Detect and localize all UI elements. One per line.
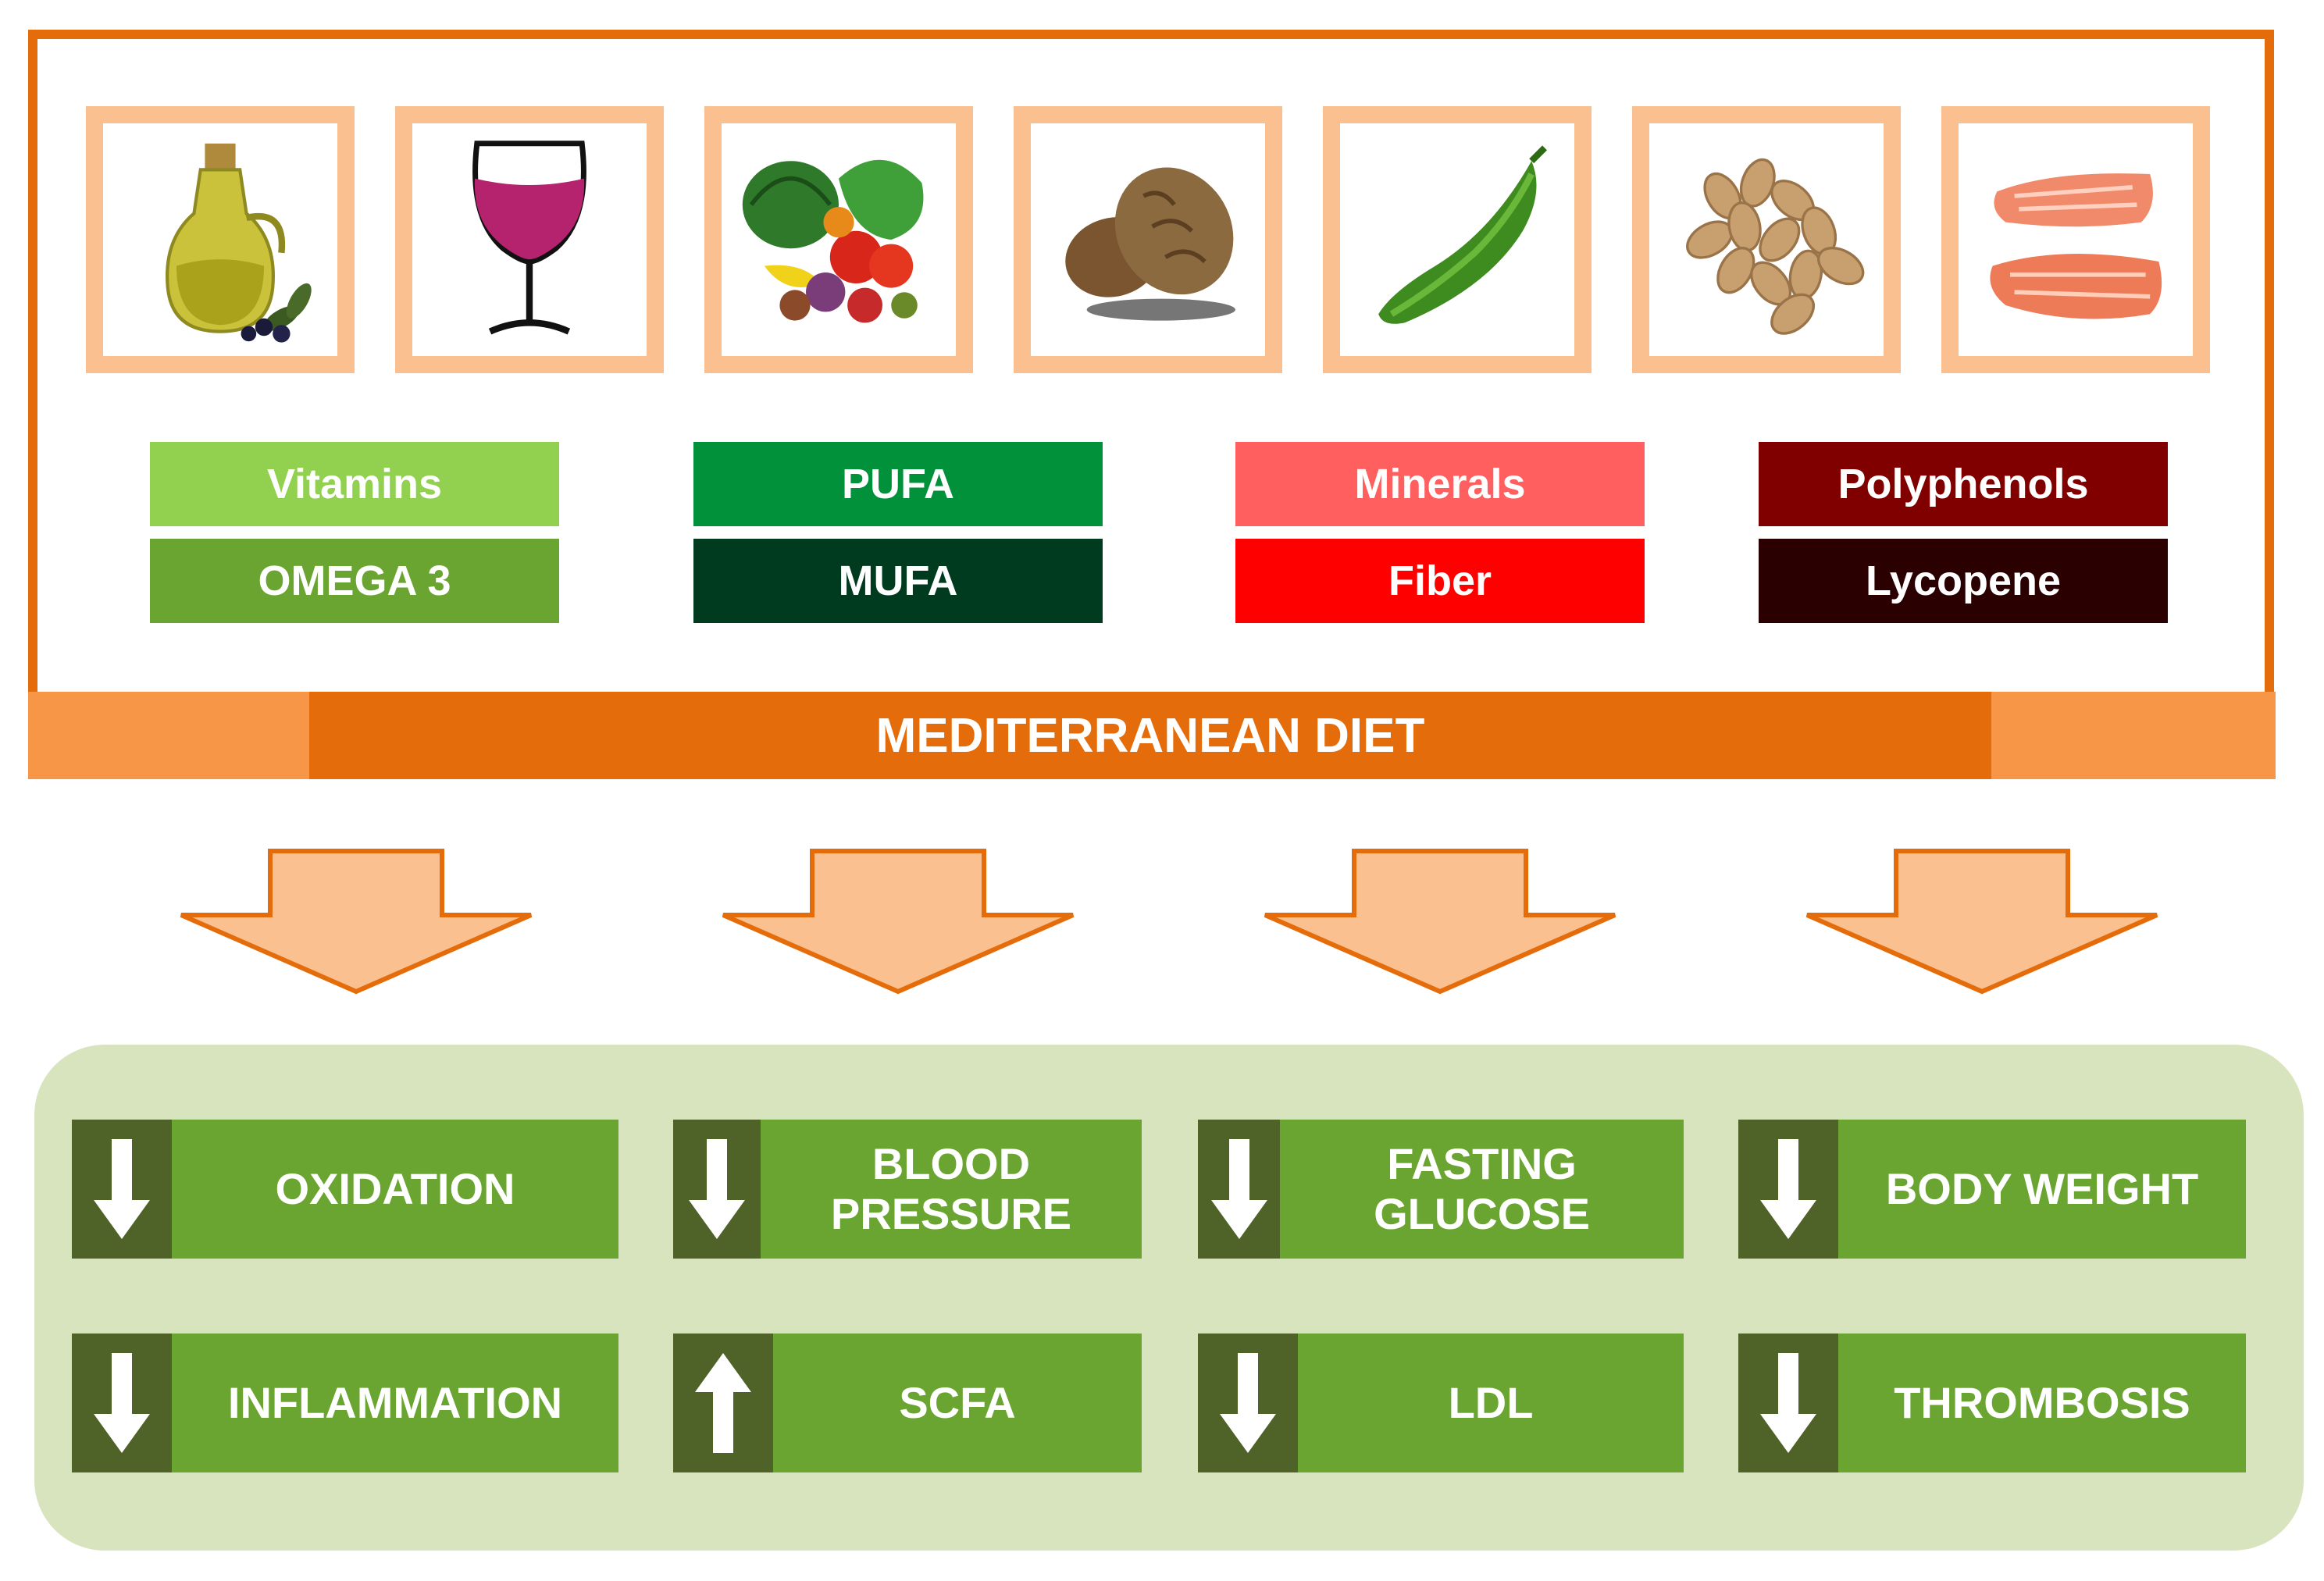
bread-icon (1065, 167, 1235, 321)
decrease-arrow-icon (1738, 1120, 1838, 1259)
nuts-tile (1632, 106, 1901, 373)
effect-body-weight: BODY WEIGHT (1738, 1120, 2246, 1259)
red-wine-tile (395, 106, 664, 373)
decrease-arrow-icon (72, 1334, 172, 1472)
effect-oxidation: OXIDATION (72, 1120, 618, 1259)
down-arrow-icon (1805, 849, 2158, 995)
decrease-arrow-icon (673, 1120, 761, 1259)
effect-scfa: SCFA (673, 1334, 1142, 1472)
fish-tile (1941, 106, 2210, 373)
decrease-arrow-icon (1198, 1334, 1298, 1472)
effect-label: BODY WEIGHT (1838, 1120, 2246, 1259)
effect-label: SCFA (773, 1334, 1142, 1472)
effect-label: BLOOD PRESSURE (760, 1120, 1142, 1259)
olive-oil-tile (86, 106, 355, 373)
red-wine-icon (472, 141, 586, 335)
decrease-arrow-icon (72, 1120, 172, 1259)
nuts-icon (1686, 158, 1865, 335)
effect-thrombosis: THROMBOSIS (1738, 1334, 2246, 1472)
down-arrow-icon (1264, 849, 1616, 995)
effect-blood-pressure: BLOOD PRESSURE (673, 1120, 1142, 1259)
legume-icon (1378, 145, 1547, 324)
nutrient-label: OMEGA 3 (150, 539, 559, 623)
banner-left-accent (28, 692, 309, 779)
nutrient-label: MUFA (693, 539, 1103, 623)
olive-oil-icon (166, 143, 312, 343)
legume-tile (1323, 106, 1592, 373)
nutrient-label: Minerals (1235, 442, 1645, 526)
effect-label: OXIDATION (172, 1120, 618, 1259)
nutrient-label: Lycopene (1759, 539, 2168, 623)
nutrient-label: Polyphenols (1759, 442, 2168, 526)
nutrient-label: PUFA (693, 442, 1103, 526)
effect-label: THROMBOSIS (1838, 1334, 2246, 1472)
decrease-arrow-icon (1738, 1334, 1838, 1472)
nutrient-label: Vitamins (150, 442, 559, 526)
fruits-vegetables-tile (704, 106, 973, 373)
effect-label: LDL (1298, 1334, 1684, 1472)
decrease-arrow-icon (1198, 1120, 1281, 1259)
nutrient-label: Fiber (1235, 539, 1645, 623)
effect-label: FASTING GLUCOSE (1280, 1120, 1684, 1259)
banner-right-accent (1991, 692, 2276, 779)
effect-fasting-glucose: FASTING GLUCOSE (1198, 1120, 1684, 1259)
mediterranean-diet-banner: MEDITERRANEAN DIET (309, 692, 1991, 779)
down-arrow-icon (180, 849, 533, 995)
bread-tile (1014, 106, 1282, 373)
down-arrow-icon (722, 849, 1075, 995)
effect-inflammation: INFLAMMATION (72, 1334, 618, 1472)
increase-arrow-icon (673, 1334, 773, 1472)
fruits-vegetables-icon (742, 159, 924, 323)
effect-label: INFLAMMATION (172, 1334, 618, 1472)
fish-icon (1990, 173, 2162, 319)
effect-ldl: LDL (1198, 1334, 1684, 1472)
